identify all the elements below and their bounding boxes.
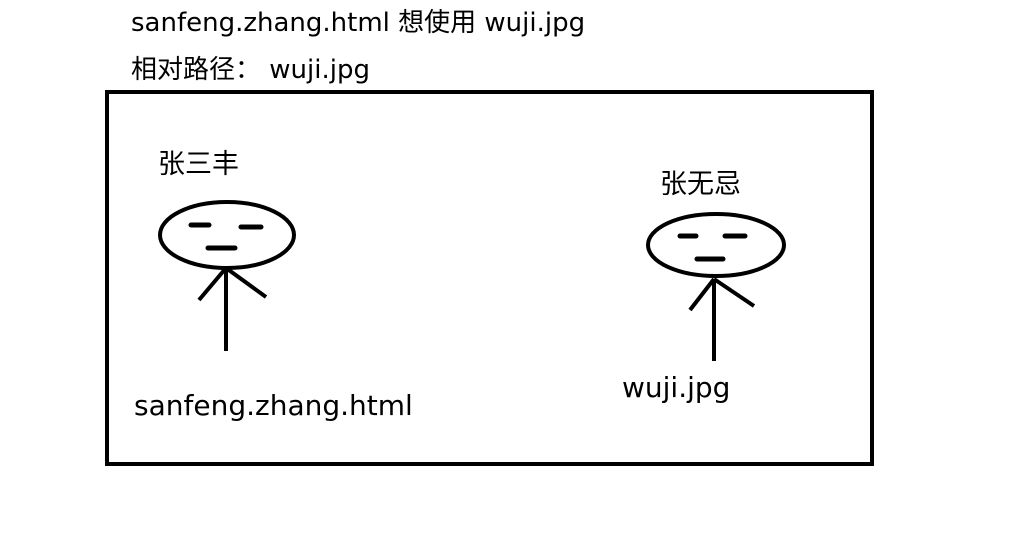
right-file-name: wuji.jpg	[622, 371, 731, 404]
header-line-1: sanfeng.zhang.html 想使用 wuji.jpg	[131, 8, 586, 38]
right-head	[646, 212, 786, 278]
left-head	[158, 200, 296, 270]
right-person-name: 张无忌	[660, 169, 741, 200]
header-line-2: 相对路径： wuji.jpg	[131, 55, 370, 85]
right-arm-left	[688, 277, 716, 312]
directory-box	[105, 90, 874, 466]
left-arm-right	[224, 266, 268, 299]
left-person-name: 张三丰	[158, 149, 239, 180]
right-arm-right	[712, 277, 756, 308]
right-stick-figure	[646, 212, 786, 361]
left-arm-left	[197, 266, 228, 302]
left-file-name: sanfeng.zhang.html	[134, 389, 413, 422]
left-stick-figure	[158, 200, 296, 351]
